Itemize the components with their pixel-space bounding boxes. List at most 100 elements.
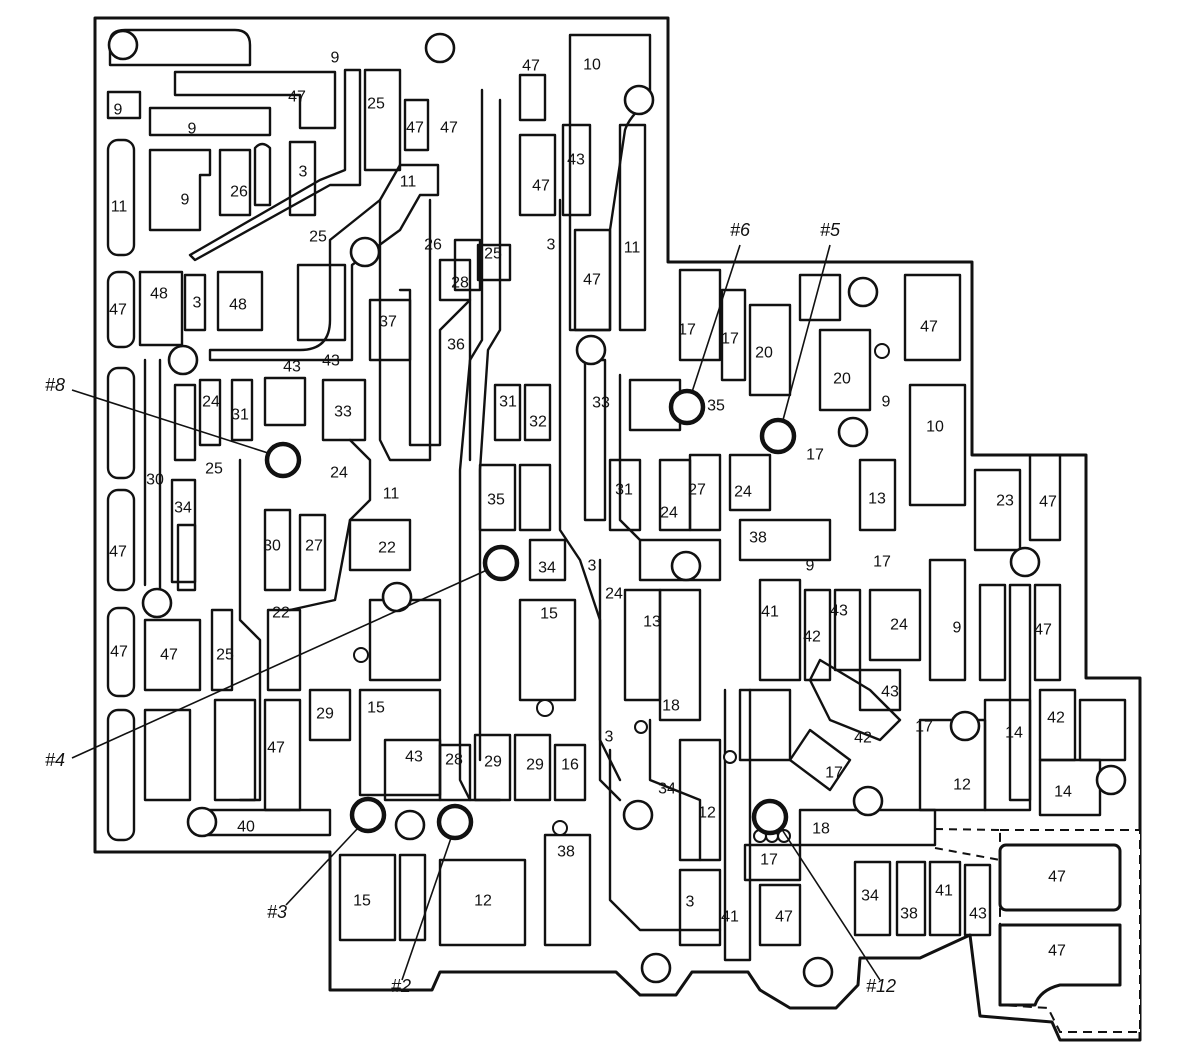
check-ball-8	[264, 441, 302, 479]
passage-label: 29	[316, 706, 334, 723]
passage-label: 28	[445, 752, 463, 769]
passage-label: 47	[583, 272, 601, 289]
passage-label: 24	[330, 465, 348, 482]
check-ball-callout-label: #5	[820, 220, 841, 240]
passage-label: 14	[1005, 725, 1023, 742]
passage-label: 31	[231, 407, 249, 424]
check-ball-callout-label: #3	[267, 902, 287, 922]
passage-label: 17	[760, 852, 778, 869]
check-ball-5	[759, 417, 797, 455]
passage-label: 41	[761, 604, 779, 621]
check-ball-2	[436, 803, 474, 841]
passage-label: 42	[854, 730, 872, 747]
check-balls	[264, 388, 797, 841]
passage-label: 18	[662, 698, 680, 715]
passage-label: 47	[522, 58, 540, 75]
passage-label: 29	[526, 757, 544, 774]
passage-label: 38	[749, 530, 767, 547]
passage-label: 43	[881, 684, 899, 701]
check-ball-callout-label: #2	[391, 976, 411, 996]
passage-channels	[106, 28, 1127, 962]
passage-label: 12	[474, 893, 492, 910]
passage-label: 47	[267, 740, 285, 757]
check-ball-callouts: #8#4#6#5#3#2#12	[45, 220, 896, 996]
passage-label: 24	[890, 617, 908, 634]
passage-label: 47	[1048, 869, 1066, 886]
passage-label: 43	[969, 906, 987, 923]
passage-label: 9	[188, 121, 197, 138]
bolt-holes	[107, 29, 1127, 988]
passage-label: 43	[830, 603, 848, 620]
check-ball-callout-label: #6	[730, 220, 751, 240]
dashed-connector-lines	[934, 828, 1001, 861]
passage-label: 3	[686, 894, 695, 911]
passage-label: 29	[484, 754, 502, 771]
passage-label: 22	[378, 540, 396, 557]
passage-label: 11	[383, 486, 400, 503]
passage-label: 9	[331, 50, 340, 67]
passage-label: 31	[615, 482, 633, 499]
passage-label: 42	[803, 629, 821, 646]
passage-label: 48	[229, 297, 247, 314]
passage-label: 25	[216, 647, 234, 664]
passage-label: 24	[734, 484, 752, 501]
passage-label: 34	[174, 500, 192, 517]
passage-label: 48	[150, 286, 168, 303]
passage-label: 35	[487, 492, 505, 509]
passage-label: 47	[1048, 943, 1066, 960]
passage-label: 17	[806, 447, 824, 464]
passage-label: 47	[110, 644, 128, 661]
passage-label: 33	[334, 404, 352, 421]
passage-label: 33	[592, 395, 610, 412]
passage-label: 15	[353, 893, 371, 910]
passage-label: 24	[202, 394, 220, 411]
passage-label: 27	[305, 538, 323, 555]
passage-label: 12	[698, 805, 716, 822]
passage-label: 24	[660, 505, 678, 522]
passage-label: 47	[440, 120, 458, 137]
passage-label: 34	[658, 781, 676, 798]
passage-label: 43	[567, 152, 585, 169]
passage-label: 25	[484, 246, 502, 263]
passage-label: 38	[557, 844, 575, 861]
passage-label: 42	[1047, 710, 1065, 727]
passage-label: 9	[806, 558, 815, 575]
check-ball-callout-label: #4	[45, 750, 65, 770]
passage-label: 10	[583, 57, 601, 74]
passage-label: 47	[532, 178, 550, 195]
passage-label: 17	[915, 719, 933, 736]
passage-label: 26	[230, 184, 248, 201]
passage-label: 23	[996, 493, 1014, 510]
passage-label: 13	[868, 491, 886, 508]
passage-label: 34	[538, 560, 556, 577]
passage-label: 43	[322, 353, 340, 370]
passage-label: 40	[237, 819, 255, 836]
passage-label: 11	[400, 174, 417, 191]
passage-label: 3	[193, 295, 202, 312]
passage-label: 28	[451, 275, 469, 292]
passage-label: 17	[873, 554, 891, 571]
lower-box-2	[998, 923, 1122, 1007]
passage-label: 12	[953, 777, 971, 794]
passage-label: 31	[499, 394, 517, 411]
passage-label: 37	[379, 314, 397, 331]
passage-label: 9	[181, 192, 190, 209]
passage-label: 15	[367, 700, 385, 717]
passage-label: 11	[624, 240, 641, 257]
passage-label: 27	[688, 482, 706, 499]
passage-label: 25	[309, 229, 327, 246]
passage-label: 47	[920, 319, 938, 336]
passage-label: 17	[825, 765, 843, 782]
check-ball-callout-label: #12	[866, 976, 896, 996]
passage-label: 47	[1039, 494, 1057, 511]
passage-label: 10	[926, 419, 944, 436]
passage-label: 22	[272, 605, 290, 622]
passage-label: 18	[812, 821, 830, 838]
passage-label: 15	[540, 606, 558, 623]
passage-label: 41	[935, 883, 953, 900]
passage-label: 24	[605, 586, 623, 603]
passage-label: 25	[367, 96, 385, 113]
passage-label: 3	[299, 164, 308, 181]
